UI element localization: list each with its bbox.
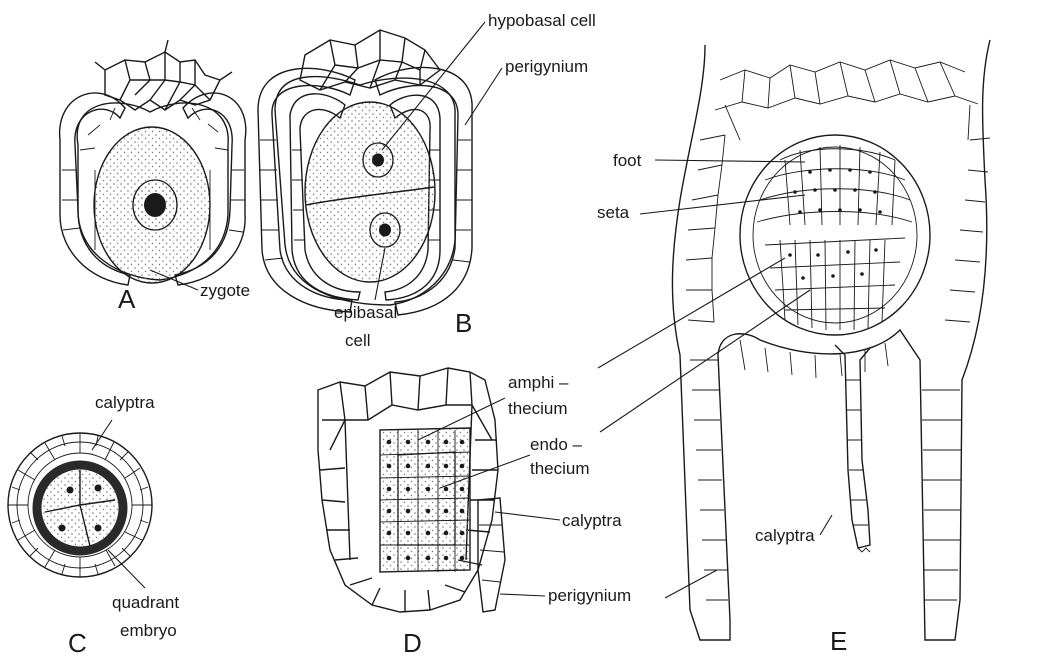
quadrant-nucleus-1	[67, 487, 74, 494]
seta-leader-line	[640, 195, 805, 214]
panel-label-b: B	[455, 308, 472, 338]
panel-e-tissue-cells	[686, 60, 990, 600]
panel-b-neck-cells	[300, 30, 440, 90]
label-epibasal-2: cell	[345, 331, 371, 350]
label-calyptra-e: calyptra	[755, 526, 815, 545]
label-calyptra-d: calyptra	[562, 511, 622, 530]
label-perigynium-d: perigynium	[548, 586, 631, 605]
label-foot: foot	[613, 151, 642, 170]
label-calyptra-c: calyptra	[95, 393, 155, 412]
capsule-outline	[740, 135, 930, 335]
label-seta: seta	[597, 203, 630, 222]
label-endo-2: thecium	[530, 459, 590, 478]
label-zygote: zygote	[200, 281, 250, 300]
epibasal-nucleolus	[379, 224, 391, 237]
panel-a	[60, 40, 246, 290]
hypobasal-leader-line	[382, 22, 485, 150]
panel-label-d: D	[403, 628, 422, 658]
label-amphi-1: amphi –	[508, 373, 569, 392]
quadrant-nucleus-4	[95, 525, 102, 532]
hypobasal-nucleolus	[372, 154, 384, 167]
perigynium-e-leader-line	[665, 570, 717, 598]
calyptra-e-hanging	[835, 345, 870, 548]
capsule-foot-cells	[757, 145, 912, 225]
panel-label-e: E	[830, 626, 847, 656]
label-epibasal-1: epibasal	[334, 303, 397, 322]
label-quadrant-2: embryo	[120, 621, 177, 640]
zygote-nucleolus	[144, 193, 166, 217]
zygote-b-cell	[305, 102, 435, 282]
panel-c	[8, 420, 152, 588]
label-endo-1: endo –	[530, 435, 583, 454]
panel-label-a: A	[118, 284, 136, 314]
label-amphi-2: thecium	[508, 399, 568, 418]
amphithecium-e-leader-line	[598, 258, 785, 368]
label-quadrant-1: quadrant	[112, 593, 179, 612]
perigynium-d-leader-line	[500, 594, 545, 596]
panel-label-c: C	[68, 628, 87, 658]
endothecium-e-leader-line	[600, 290, 810, 432]
capsule-seta-cells	[765, 238, 905, 330]
embryo-d	[380, 428, 470, 572]
label-hypobasal-cell: hypobasal cell	[488, 11, 596, 30]
panel-e	[598, 40, 990, 640]
quadrant-nucleus-3	[59, 525, 66, 532]
panel-b	[258, 22, 502, 315]
calyptra-e-leader-line	[820, 515, 832, 535]
label-perigynium-b: perigynium	[505, 57, 588, 76]
gametophyte-outline	[672, 40, 990, 640]
foot-leader-line	[655, 160, 805, 162]
calyptra-d-leader-line	[495, 512, 560, 520]
quadrant-nucleus-2	[95, 485, 102, 492]
calyptra-e-walls	[846, 380, 868, 525]
capsule-inner-outline	[753, 147, 917, 323]
calyptra-e-tip	[858, 548, 870, 552]
